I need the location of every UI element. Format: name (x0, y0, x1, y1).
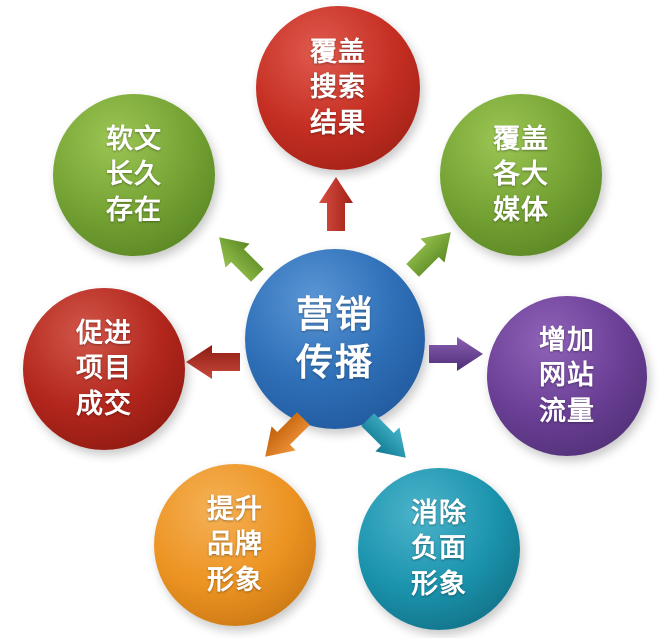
center-line: 营销 (296, 293, 374, 335)
node-line: 增加 (539, 325, 595, 356)
node-line: 软文 (106, 124, 162, 155)
node-remove-negative-image: 消除 负面 形象 (358, 468, 520, 630)
node-cover-search-results: 覆盖 搜索 结果 (256, 6, 420, 170)
node-promote-deals: 促进 项目 成交 (23, 288, 185, 450)
node-line: 各大 (493, 159, 549, 190)
node-line: 覆盖 (493, 124, 549, 155)
node-line: 提升 (207, 494, 263, 525)
node-line: 促进 (76, 318, 132, 349)
arrow-up-icon (319, 177, 353, 231)
node-line: 结果 (310, 107, 366, 138)
node-line: 消除 (411, 498, 467, 529)
arrow-up-left-icon (219, 237, 264, 282)
node-soft-articles-persist: 软文 长久 存在 (53, 94, 215, 256)
node-increase-site-traffic: 增加 网站 流量 (487, 296, 647, 456)
node-line: 网站 (539, 360, 595, 391)
center-line: 传播 (296, 342, 374, 383)
node-line: 形象 (207, 564, 263, 595)
node-line: 流量 (539, 395, 595, 426)
node-cover-major-media: 覆盖 各大 媒体 (440, 94, 602, 256)
node-line: 覆盖 (310, 37, 366, 68)
node-line: 搜索 (310, 72, 366, 103)
node-line: 负面 (411, 533, 467, 564)
node-improve-brand-image: 提升 品牌 形象 (154, 464, 316, 626)
node-line: 成交 (76, 388, 132, 419)
node-line: 存在 (106, 194, 162, 225)
arrow-up-right-icon (406, 232, 451, 277)
node-line: 形象 (411, 568, 467, 599)
node-line: 媒体 (493, 194, 549, 225)
node-center-marketing-communication: 营销 传播 (245, 249, 425, 429)
arrow-right-icon (429, 337, 483, 371)
arrow-left-icon (186, 345, 240, 379)
node-line: 长久 (106, 159, 162, 190)
node-line: 品牌 (207, 529, 263, 560)
node-line: 项目 (76, 353, 132, 384)
